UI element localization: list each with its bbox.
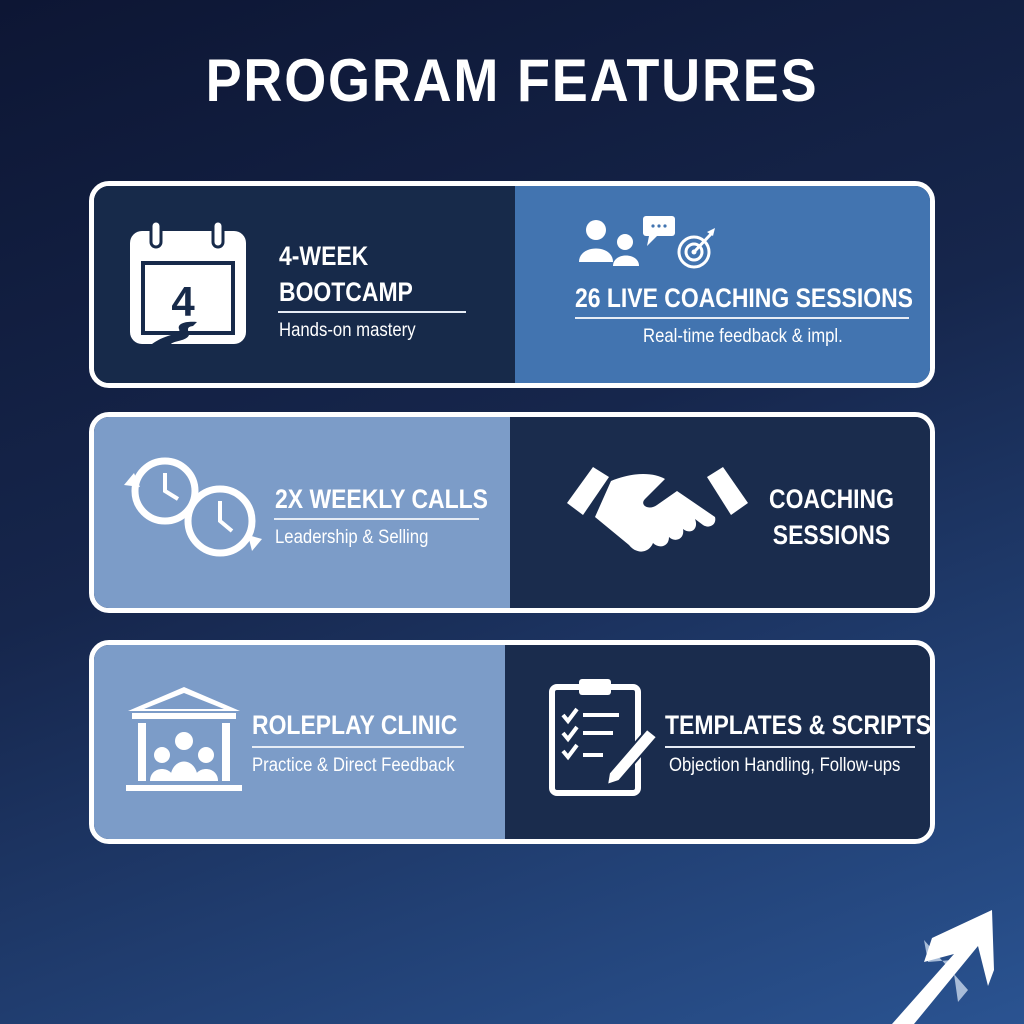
feature-subtitle: Real-time feedback & impl. — [643, 326, 843, 347]
divider — [274, 518, 479, 520]
feature-title: TEMPLATES & SCRIPTS — [665, 710, 932, 740]
feature-live-coaching: 26 LIVE COACHING SESSIONS Real-time feed… — [515, 186, 930, 383]
divider — [278, 311, 466, 313]
feature-subtitle: Objection Handling, Follow-ups — [669, 755, 901, 776]
feature-roleplay-clinic: ROLEPLAY CLINIC Practice & Direct Feedba… — [94, 645, 505, 839]
building-people-icon — [126, 687, 242, 791]
growth-arrow-icon — [892, 910, 994, 1024]
divider — [575, 317, 909, 319]
calendar-number: 4 — [171, 278, 195, 325]
feature-templates-scripts: TEMPLATES & SCRIPTS Objection Handling, … — [505, 645, 930, 839]
page-title: PROGRAM FEATURES — [205, 47, 819, 114]
feature-title: ROLEPLAY CLINIC — [252, 710, 458, 740]
feature-subtitle: Hands-on mastery — [279, 320, 416, 341]
divider — [252, 746, 464, 748]
two-clocks-icon — [124, 457, 262, 557]
feature-subtitle: Practice & Direct Feedback — [252, 755, 455, 776]
people-chat-target-icon — [579, 216, 715, 269]
feature-title: 2X WEEKLY CALLS — [275, 484, 488, 514]
feature-subtitle: Leadership & Selling — [275, 527, 429, 548]
feature-title: 26 LIVE COACHING SESSIONS — [575, 283, 913, 313]
clipboard-checklist-icon — [549, 679, 659, 796]
divider — [665, 746, 915, 748]
feature-weekly-calls: 2X WEEKLY CALLS Leadership & Selling — [94, 417, 510, 608]
feature-row-2: 2X WEEKLY CALLS Leadership & Selling COA… — [89, 412, 935, 613]
handshake-icon — [567, 467, 748, 552]
calendar-road-icon — [130, 219, 246, 344]
feature-row-3: ROLEPLAY CLINIC Practice & Direct Feedba… — [89, 640, 935, 844]
